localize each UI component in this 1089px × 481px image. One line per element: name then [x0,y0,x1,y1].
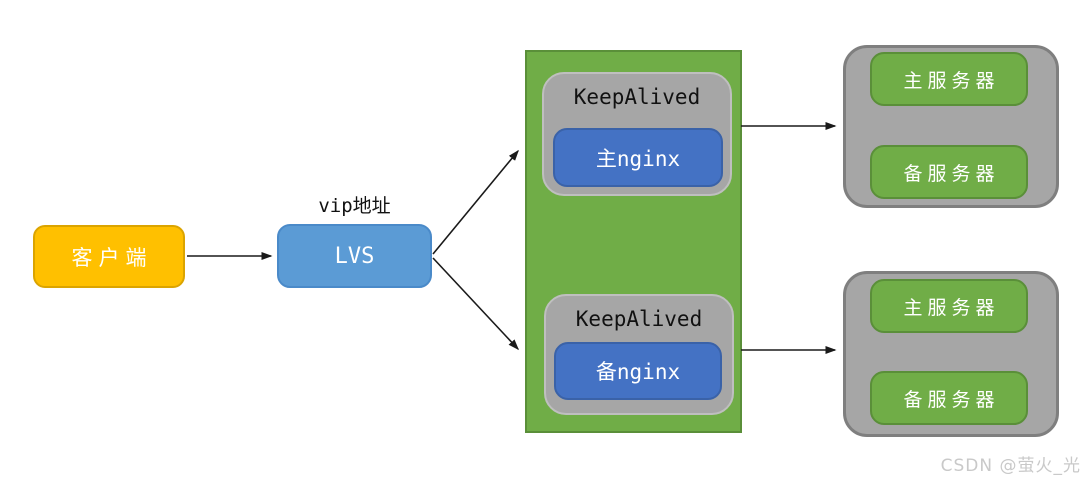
client-node: 客户端 [33,225,185,288]
lvs-node: LVS [277,224,432,288]
vip-caption: vip地址 [318,195,391,217]
server-primary-top: 主服务器 [870,52,1028,106]
server-primary-bottom: 主服务器 [870,279,1028,333]
keepalived-master-title: KeepAlived [573,85,701,109]
arrow-lvs-to-keepalived-backup [432,257,520,351]
server-backup-top: 备服务器 [870,145,1028,199]
keepalived-backup-title: KeepAlived [575,307,703,331]
nginx-master-node: 主nginx [553,128,723,187]
server-backup-bottom: 备服务器 [870,371,1028,425]
watermark: CSDN @萤火_光 [940,456,1081,476]
nginx-backup-node: 备nginx [554,342,722,400]
arrow-lvs-to-keepalived-master [432,149,519,255]
